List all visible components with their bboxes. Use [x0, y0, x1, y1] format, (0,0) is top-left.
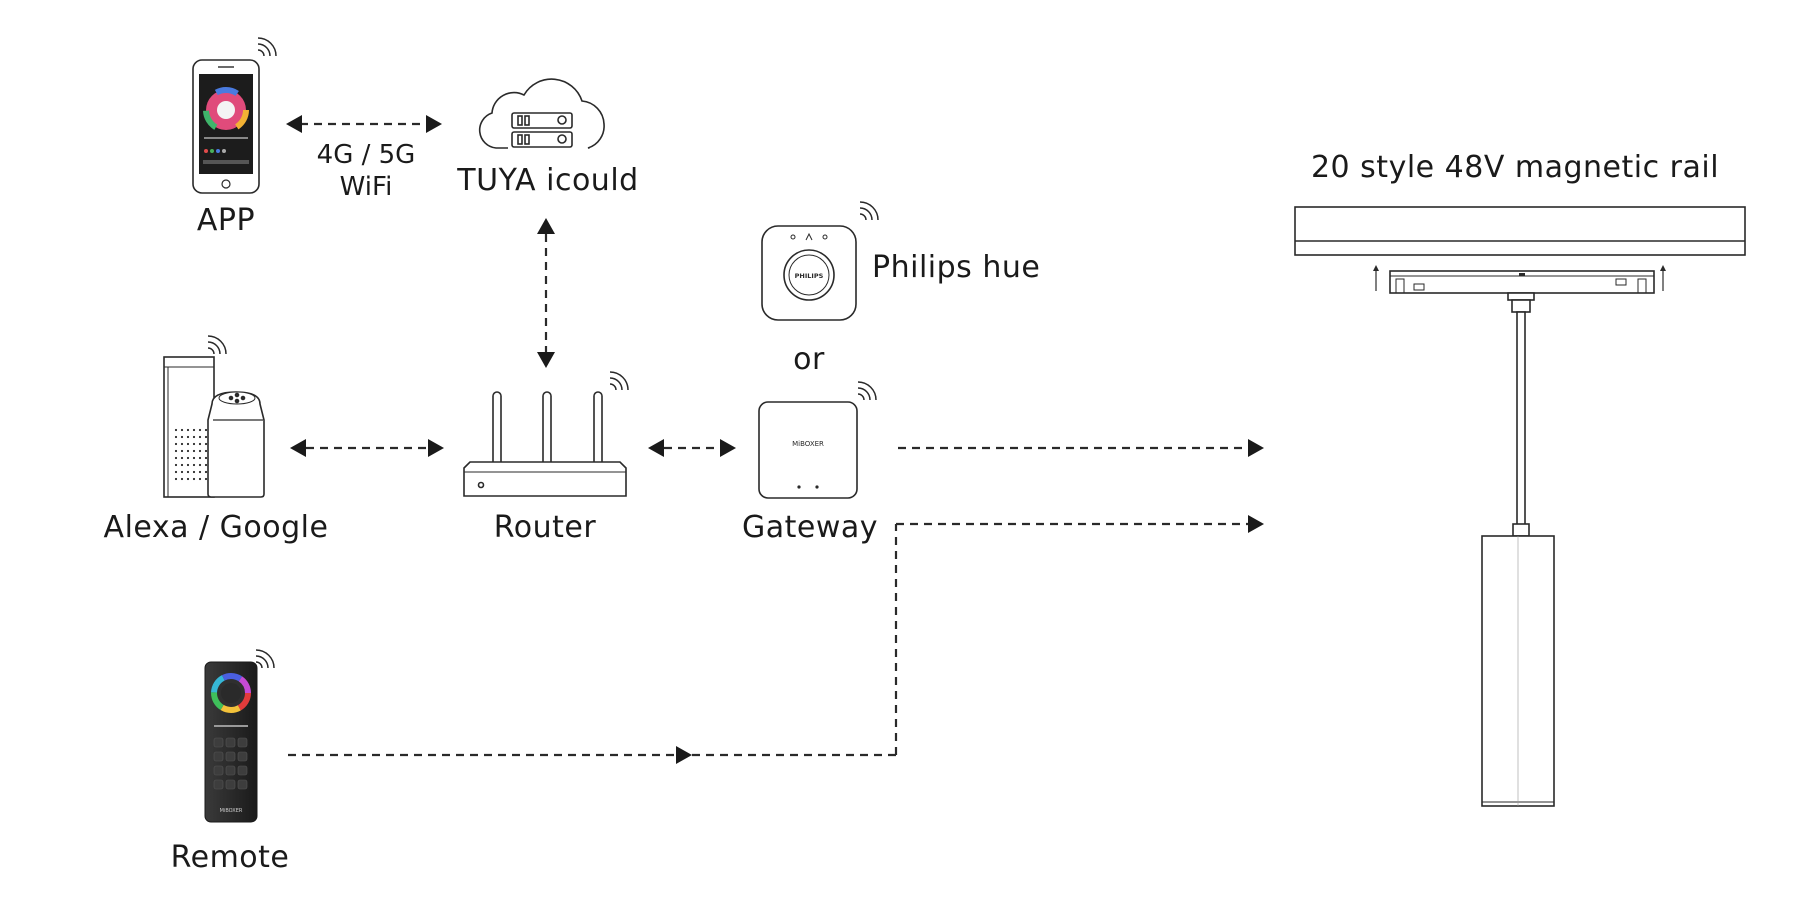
grille-dot — [186, 463, 190, 467]
grille-dot — [180, 463, 184, 467]
router-label: Router — [493, 510, 597, 545]
remote-label: Remote — [170, 840, 290, 875]
link-4g-label: 4G / 5G — [316, 140, 416, 170]
grille-dot — [192, 477, 196, 481]
gateway-icon: MiBOXER — [758, 401, 858, 499]
grille-dot — [180, 477, 184, 481]
remote-key — [225, 737, 236, 748]
pendant-lamp-icon — [1481, 292, 1555, 807]
remote-key — [213, 751, 224, 762]
magnetic-rail-icon — [1294, 206, 1746, 294]
wifi-signal-icon — [609, 371, 629, 391]
cloud-label: TUYA icould — [457, 163, 639, 198]
grille-dot — [192, 449, 196, 453]
connector-assistants-router — [290, 439, 444, 457]
grille-dot — [174, 470, 178, 474]
grille-dot — [204, 449, 208, 453]
remote-key — [237, 737, 248, 748]
grille-dot — [174, 428, 178, 432]
grille-dot — [186, 435, 190, 439]
remote-key — [237, 765, 248, 776]
grille-dot — [192, 470, 196, 474]
grille-dot — [180, 442, 184, 446]
remote-key — [225, 765, 236, 776]
remote-key — [213, 737, 224, 748]
connector-gateway-lamp — [898, 439, 1264, 457]
grille-dot — [198, 470, 202, 474]
grille-dot — [186, 456, 190, 460]
grille-dot — [192, 442, 196, 446]
remote-control-icon: MiBOXER — [204, 661, 258, 823]
grille-dot — [180, 470, 184, 474]
grille-dot — [198, 456, 202, 460]
grille-dot — [198, 477, 202, 481]
assistants-label: Alexa / Google — [103, 510, 329, 545]
philips-hue-bridge-icon: PHILIPS — [761, 225, 857, 321]
grille-dot — [186, 428, 190, 432]
grille-dot — [174, 477, 178, 481]
grille-dot — [198, 442, 202, 446]
wifi-signal-icon — [859, 201, 879, 221]
app-label: APP — [196, 203, 256, 238]
philips-label: Philips hue — [872, 250, 1041, 285]
grille-dot — [180, 428, 184, 432]
grille-dot — [174, 442, 178, 446]
grille-dot — [198, 428, 202, 432]
link-wifi-label: WiFi — [339, 172, 393, 202]
smart-speaker-icon — [163, 356, 265, 498]
grille-dot — [180, 456, 184, 460]
connector-app-cloud — [286, 115, 442, 133]
gateway-logo-print: MiBOXER — [792, 440, 824, 448]
cloud-server-icon — [478, 78, 605, 149]
grille-dot — [186, 449, 190, 453]
remote-key — [237, 779, 248, 790]
connector-cloud-router — [537, 218, 555, 368]
grille-dot — [198, 435, 202, 439]
grille-dot — [192, 428, 196, 432]
grille-dot — [204, 435, 208, 439]
grille-dot — [186, 470, 190, 474]
grille-dot — [198, 463, 202, 467]
remote-logo-print: MiBOXER — [220, 808, 243, 814]
wifi-signal-icon — [857, 381, 877, 401]
grille-dot — [174, 449, 178, 453]
grille-dot — [192, 463, 196, 467]
wifi-signal-icon — [207, 335, 227, 355]
remote-key — [225, 751, 236, 762]
grille-dot — [204, 477, 208, 481]
grille-dot — [192, 456, 196, 460]
or-label: or — [793, 342, 825, 377]
grille-dot — [174, 456, 178, 460]
grille-dot — [186, 442, 190, 446]
gateway-label: Gateway — [741, 510, 879, 545]
connector-remote-lamp — [288, 515, 1264, 764]
remote-key — [213, 765, 224, 776]
wifi-signal-icon — [255, 649, 275, 669]
grille-dot — [174, 435, 178, 439]
grille-dot — [198, 449, 202, 453]
remote-key — [213, 779, 224, 790]
philips-logo-print: PHILIPS — [795, 272, 824, 280]
phone-icon — [192, 59, 260, 194]
connector-router-gateway — [648, 439, 736, 457]
grille-dot — [204, 428, 208, 432]
router-icon — [463, 391, 627, 497]
grille-dot — [204, 456, 208, 460]
grille-dot — [180, 435, 184, 439]
grille-dot — [186, 477, 190, 481]
grille-dot — [180, 449, 184, 453]
speaker-grille — [174, 428, 208, 481]
grille-dot — [174, 463, 178, 467]
remote-key — [225, 779, 236, 790]
grille-dot — [204, 470, 208, 474]
grille-dot — [204, 442, 208, 446]
grille-dot — [204, 463, 208, 467]
wifi-signal-icon — [257, 37, 277, 57]
grille-dot — [192, 435, 196, 439]
remote-key — [237, 751, 248, 762]
rail-title: 20 style 48V magnetic rail — [1310, 150, 1720, 185]
